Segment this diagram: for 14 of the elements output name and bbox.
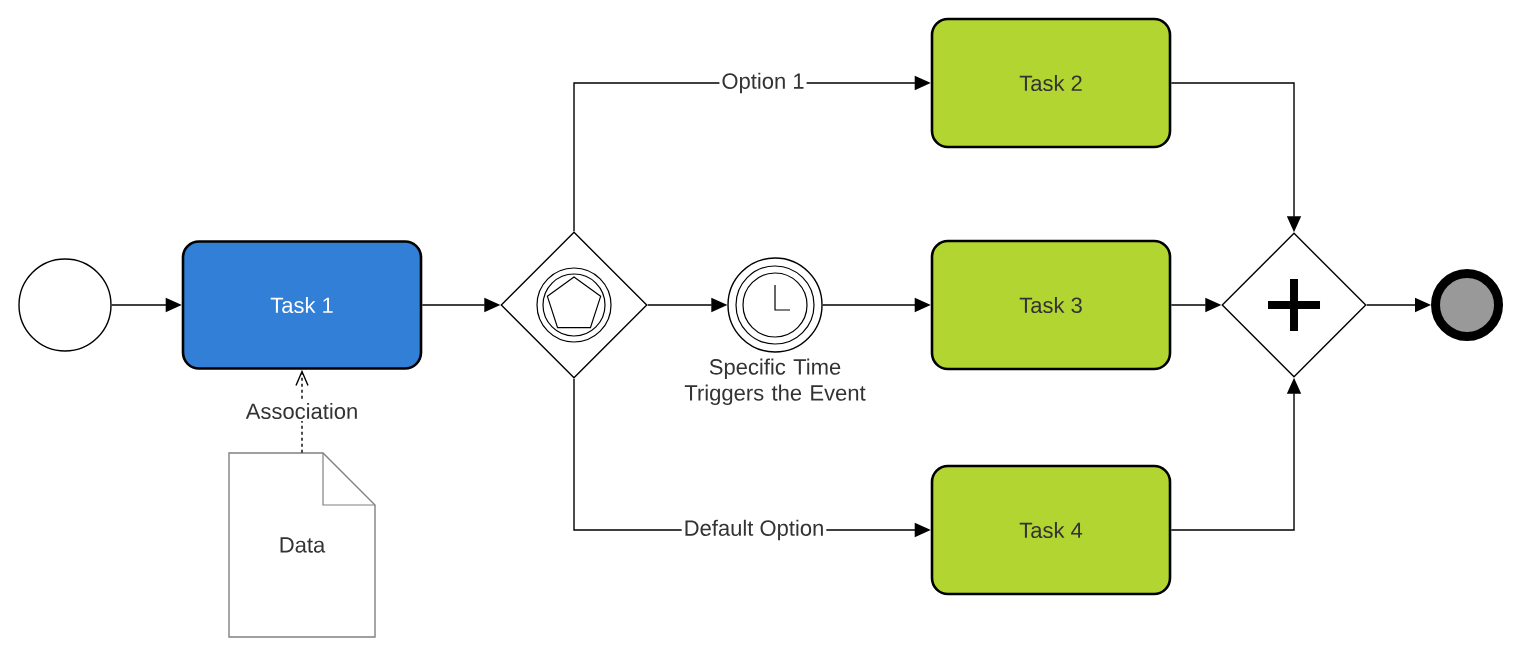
arrow — [295, 369, 309, 454]
task-box: Task 1 — [181, 240, 423, 370]
timer-event-circle — [727, 257, 823, 353]
gateway-diamond — [1221, 232, 1367, 378]
gateway-diamond — [500, 231, 648, 379]
task-box: Task 3 — [930, 239, 1172, 371]
task-box: Task 2 — [930, 17, 1172, 149]
end-event-circle — [1431, 269, 1503, 341]
event-caption: Specific Time Triggers the Event — [684, 358, 866, 406]
start-event-circle — [18, 258, 112, 352]
edge-label: Association — [243, 400, 361, 422]
edge-label: Default Option — [681, 517, 827, 543]
edge-label: Option 1 — [719, 70, 807, 96]
task-box: Task 4 — [930, 464, 1172, 596]
